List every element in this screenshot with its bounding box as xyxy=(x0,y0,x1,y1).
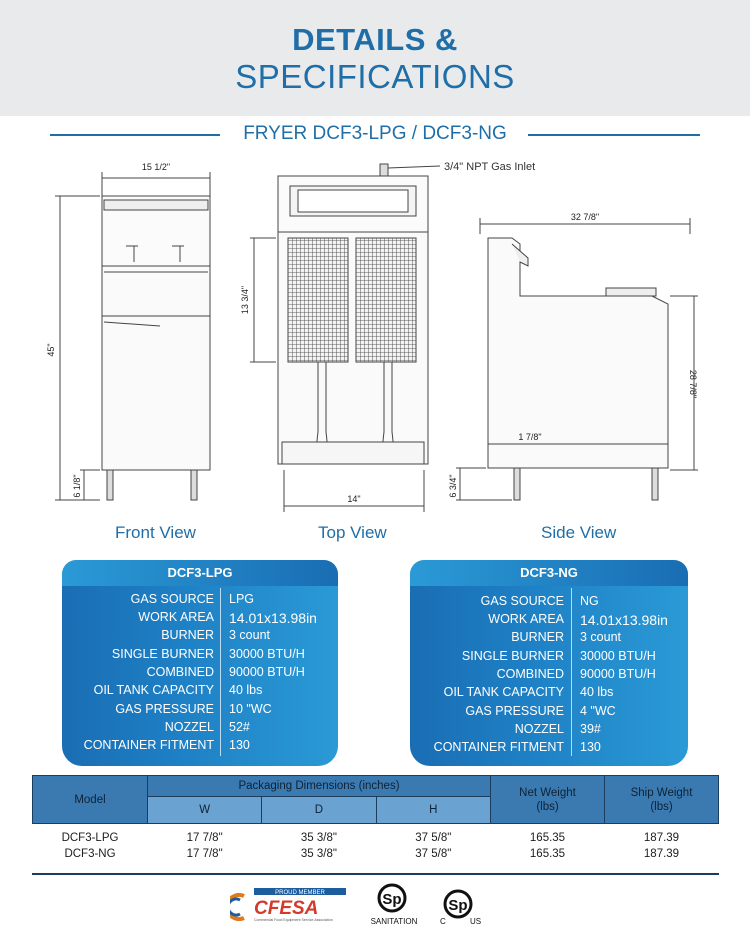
side-inset-label: 1 7/8" xyxy=(518,432,541,442)
spec-card-lpg-divider xyxy=(220,588,221,756)
certification-logos: PROUD MEMBER CFESA Commercial Food Equip… xyxy=(230,883,481,926)
top-width-label: 14" xyxy=(347,494,360,504)
svg-text:SANITATION: SANITATION xyxy=(371,917,418,926)
col-model: Model xyxy=(32,775,148,824)
top-view-label: Top View xyxy=(318,523,387,542)
product-subtitle: FRYER DCF3-LPG / DCF3-NG xyxy=(243,123,507,144)
subtitle-right-rule xyxy=(528,134,700,136)
svg-text:C: C xyxy=(440,917,446,926)
gas-inlet-label: 3/4" NPT Gas Inlet xyxy=(444,161,535,173)
header-title-line2: SPECIFICATIONS xyxy=(235,58,515,95)
top-view-drawing xyxy=(250,163,441,512)
page-header: DETAILS & SPECIFICATIONS xyxy=(0,0,750,116)
col-packaging-dimensions: Packaging Dimensions (inches) xyxy=(147,775,491,797)
front-leg-label: 6 1/8" xyxy=(72,474,82,497)
table-bottom-rule xyxy=(32,873,719,875)
svg-text:Sp: Sp xyxy=(382,891,401,908)
spec-card-ng-title: DCF3-NG xyxy=(410,560,688,586)
packaging-table: Model Packaging Dimensions (inches) Net … xyxy=(32,775,719,864)
col-net-weight: Net Weight(lbs) xyxy=(490,775,605,824)
svg-text:Sp: Sp xyxy=(448,897,467,914)
csa-c-us-logo: Sp C US xyxy=(440,889,481,926)
cfesa-logo: PROUD MEMBER CFESA Commercial Food Equip… xyxy=(230,888,346,922)
table-row: DCF3-NG 17 7/8" 35 3/8" 37 5/8" 165.35 1… xyxy=(64,848,680,860)
front-height-label: 45" xyxy=(46,343,56,356)
header-title-line1: DETAILS & xyxy=(292,22,458,57)
svg-text:Commercial Food Equipment Serv: Commercial Food Equipment Service Associ… xyxy=(254,918,333,922)
table-row: DCF3-LPG 17 7/8" 35 3/8" 37 5/8" 165.35 … xyxy=(61,832,680,844)
technical-drawing: 15 1/2" 45" 6 1/8" 3/4" NPT Gas Inlet 13… xyxy=(46,161,698,512)
front-width-label: 15 1/2" xyxy=(142,162,170,172)
spec-card-lpg-title: DCF3-LPG xyxy=(62,560,338,586)
spec-card-lpg-body xyxy=(62,582,338,766)
product-subtitle-row: FRYER DCF3-LPG / DCF3-NG xyxy=(50,123,700,149)
spec-card-ng-body xyxy=(410,582,688,766)
side-view-drawing xyxy=(456,218,698,501)
side-height-label: 28 7/8" xyxy=(688,370,698,398)
col-h: H xyxy=(375,796,492,824)
side-leg-label: 6 3/4" xyxy=(448,474,458,497)
front-view-drawing xyxy=(55,172,211,501)
spec-card-ng-divider xyxy=(571,588,572,756)
top-depth-label: 13 3/4" xyxy=(240,286,250,314)
col-w: W xyxy=(146,796,263,824)
svg-text:CFESA: CFESA xyxy=(254,898,318,919)
side-depth-label: 32 7/8" xyxy=(571,212,599,222)
col-ship-weight: Ship Weight(lbs) xyxy=(604,775,719,824)
side-view-label: Side View xyxy=(541,523,617,542)
svg-text:US: US xyxy=(470,917,481,926)
front-view-label: Front View xyxy=(115,523,196,542)
svg-text:PROUD MEMBER: PROUD MEMBER xyxy=(275,890,325,896)
csa-sanitation-logo: Sp SANITATION xyxy=(371,883,418,926)
col-d: D xyxy=(261,796,377,824)
subtitle-left-rule xyxy=(50,134,220,136)
